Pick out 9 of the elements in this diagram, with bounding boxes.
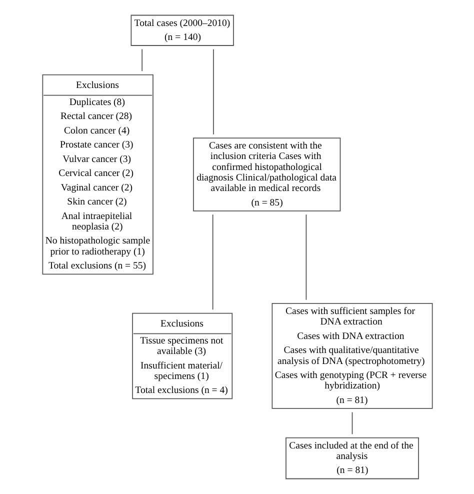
connector [141, 48, 142, 72]
connector [305, 214, 306, 300]
connector [212, 214, 213, 310]
connector [351, 412, 352, 435]
node-box: Cases included at the end of the analysis (n = 81) [285, 437, 418, 480]
node-box: Cases with sufficient samples for DNA extraction Cases with DNA extraction Cases with qualitative/quantitative analysis of DNA (spectrophotometry) Cases with genotyping (PCR + reverse hybridization) (n = 81) [271, 303, 432, 409]
node-box: Cases are consistent with the inclusion criteria Cases with confirmed histopathological diagnosis Clinical/pathological data available in medical records (n = 85) [192, 138, 340, 212]
node-box: Total cases (2000–2010) (n = 140) [130, 14, 234, 46]
connector [212, 48, 214, 135]
